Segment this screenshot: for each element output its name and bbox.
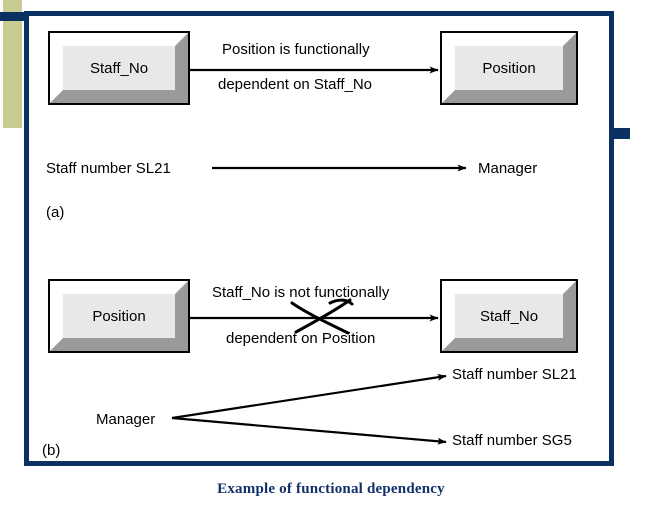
entity-box-staff-no-a: Staff_No bbox=[48, 31, 190, 105]
entity-bevel bbox=[50, 33, 188, 103]
example-target-a: Manager bbox=[478, 160, 538, 177]
arrow-label-a-line2: dependent on Staff_No bbox=[218, 76, 373, 93]
panel-tag-a: (a) bbox=[46, 204, 65, 221]
entity-box-position-b: Position bbox=[48, 279, 190, 353]
entity-label: Position bbox=[482, 59, 536, 77]
entity-box-position-a: Position bbox=[440, 31, 578, 105]
decor-khaki-band bbox=[3, 0, 22, 128]
entity-label: Staff_No bbox=[89, 59, 149, 77]
example-target-b-2: Staff number SG5 bbox=[452, 432, 572, 449]
panel-tag-b: (b) bbox=[42, 442, 61, 459]
example-target-b-1: Staff number SL21 bbox=[452, 366, 577, 383]
arrow-label-a-line1: Position is functionally bbox=[222, 41, 370, 58]
arrow-label-b-line1: Staff_No is not functionally bbox=[212, 284, 390, 301]
arrow-label-b-line2: dependent on Position bbox=[226, 330, 376, 347]
entity-bevel bbox=[442, 281, 576, 351]
example-source-b: Manager bbox=[96, 411, 156, 428]
entity-bevel bbox=[442, 33, 576, 103]
decor-navy-bar-left bbox=[0, 12, 32, 21]
figure-caption: Example of functional dependency bbox=[217, 481, 445, 497]
entity-box-staff-no-b: Staff_No bbox=[440, 279, 578, 353]
decor-navy-tab-right bbox=[612, 128, 630, 139]
entity-label: Staff_No bbox=[479, 307, 539, 325]
entity-label: Position bbox=[92, 307, 146, 325]
example-source-a: Staff number SL21 bbox=[46, 160, 171, 177]
entity-bevel bbox=[50, 281, 188, 351]
